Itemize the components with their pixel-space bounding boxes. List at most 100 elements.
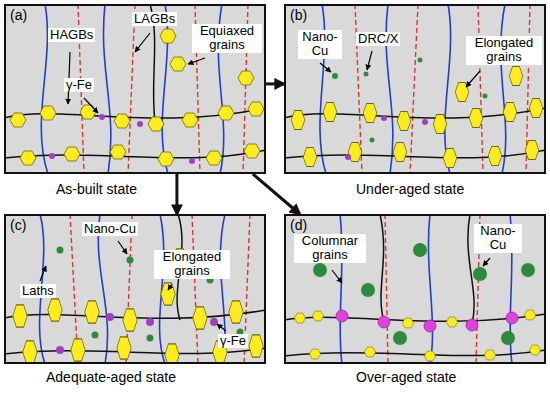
nano-cu-dots	[57, 247, 244, 342]
grain	[23, 341, 37, 363]
lath-line	[103, 4, 110, 174]
grain	[294, 313, 305, 323]
leader-line	[367, 51, 372, 70]
grain	[503, 103, 517, 122]
callout-label: Nano-Cu	[298, 30, 342, 59]
state-panel: (d)Columnar grainsNano-CuOver-aged state	[284, 214, 546, 364]
leader-line	[483, 258, 490, 266]
lath-line	[41, 4, 48, 174]
grain	[249, 335, 263, 357]
grain	[229, 301, 243, 323]
grain	[193, 307, 207, 329]
panel-ground	[4, 214, 266, 364]
callout-label: DRC/X	[356, 32, 400, 46]
panel-letter: (c)	[10, 218, 26, 233]
lagb-line	[192, 214, 198, 364]
grain	[529, 345, 540, 355]
nano-cu	[521, 263, 535, 277]
gamma-fe	[378, 316, 390, 328]
grain	[170, 57, 186, 71]
leader-line	[135, 33, 150, 52]
nano-cu	[418, 58, 423, 63]
grain	[218, 106, 234, 120]
gamma-fe	[146, 318, 154, 326]
panel-d-clip	[284, 214, 546, 364]
nano-cu	[92, 332, 99, 339]
callout-label: γ-Fe	[64, 78, 94, 92]
grain	[80, 105, 96, 119]
grain	[509, 67, 523, 86]
lath-line	[501, 4, 506, 174]
gamma-fe	[49, 153, 55, 159]
grain	[323, 103, 337, 122]
grain	[443, 149, 457, 168]
grain	[397, 112, 411, 131]
lath-boundaries	[40, 214, 225, 364]
hagb-line	[380, 214, 384, 322]
panel-letter: (b)	[290, 8, 307, 23]
grain	[110, 145, 126, 159]
gamma-fe	[345, 154, 351, 160]
nano-cu	[501, 331, 515, 345]
gamma-fe-dots	[56, 313, 218, 354]
leader-line	[188, 58, 205, 64]
hagb-lines	[4, 214, 266, 354]
grain	[48, 299, 62, 321]
lath-boundaries	[320, 4, 506, 174]
callout-label: Nano-Cu	[82, 222, 138, 236]
grain	[524, 310, 535, 320]
grain	[64, 147, 80, 161]
grain	[469, 109, 483, 128]
lagb-line	[410, 4, 418, 174]
gamma-fe-dots	[49, 114, 195, 164]
panel-b-clip	[284, 4, 546, 174]
grain	[402, 318, 413, 328]
gamma-fe	[381, 115, 387, 121]
panel-c-art	[4, 214, 266, 366]
panel-letter: (d)	[290, 218, 307, 233]
gamma-fe	[424, 320, 436, 332]
grain	[364, 347, 375, 357]
state-caption: Adequate-aged state	[46, 370, 176, 385]
nano-cu	[332, 73, 338, 79]
callout-label: LAGBs	[132, 12, 177, 26]
nano-cu	[57, 247, 64, 254]
grain	[13, 305, 27, 327]
lagb-lines	[355, 4, 530, 174]
grain	[158, 152, 174, 166]
process-arrow	[266, 82, 284, 85]
callout-label: HAGBs	[48, 28, 95, 42]
hagb-lines	[4, 4, 266, 158]
callout-label: Columnar grains	[294, 234, 366, 263]
grain	[248, 102, 264, 116]
nano-cu-dots	[332, 58, 488, 143]
panel-d-art	[284, 214, 546, 364]
grain	[312, 311, 323, 321]
gamma-fe	[137, 121, 143, 127]
lath-line	[98, 214, 107, 364]
callout-label: Elongated grains	[466, 36, 542, 65]
nano-cu	[483, 94, 488, 99]
leader-line	[168, 284, 172, 290]
grain	[238, 71, 254, 85]
callout-label: Laths	[20, 284, 56, 298]
panel-a-art	[4, 4, 266, 174]
nano-cu	[147, 335, 154, 342]
nano-cu	[370, 138, 375, 143]
process-arrow	[175, 174, 178, 214]
grain	[10, 113, 26, 127]
grain	[114, 114, 130, 128]
callout-label: Nano-Cu	[474, 224, 522, 253]
nano-cu	[473, 267, 487, 281]
leader-line	[217, 324, 226, 331]
lath-line	[386, 4, 393, 174]
lagb-line	[478, 4, 483, 174]
gamma-fe	[336, 310, 348, 322]
grain	[446, 317, 457, 327]
process-arrow	[253, 174, 300, 214]
gamma-fe-dots	[336, 310, 518, 332]
grain	[309, 349, 320, 359]
leader-line	[84, 98, 98, 113]
grain	[291, 111, 305, 130]
gamma-fe	[506, 312, 518, 324]
